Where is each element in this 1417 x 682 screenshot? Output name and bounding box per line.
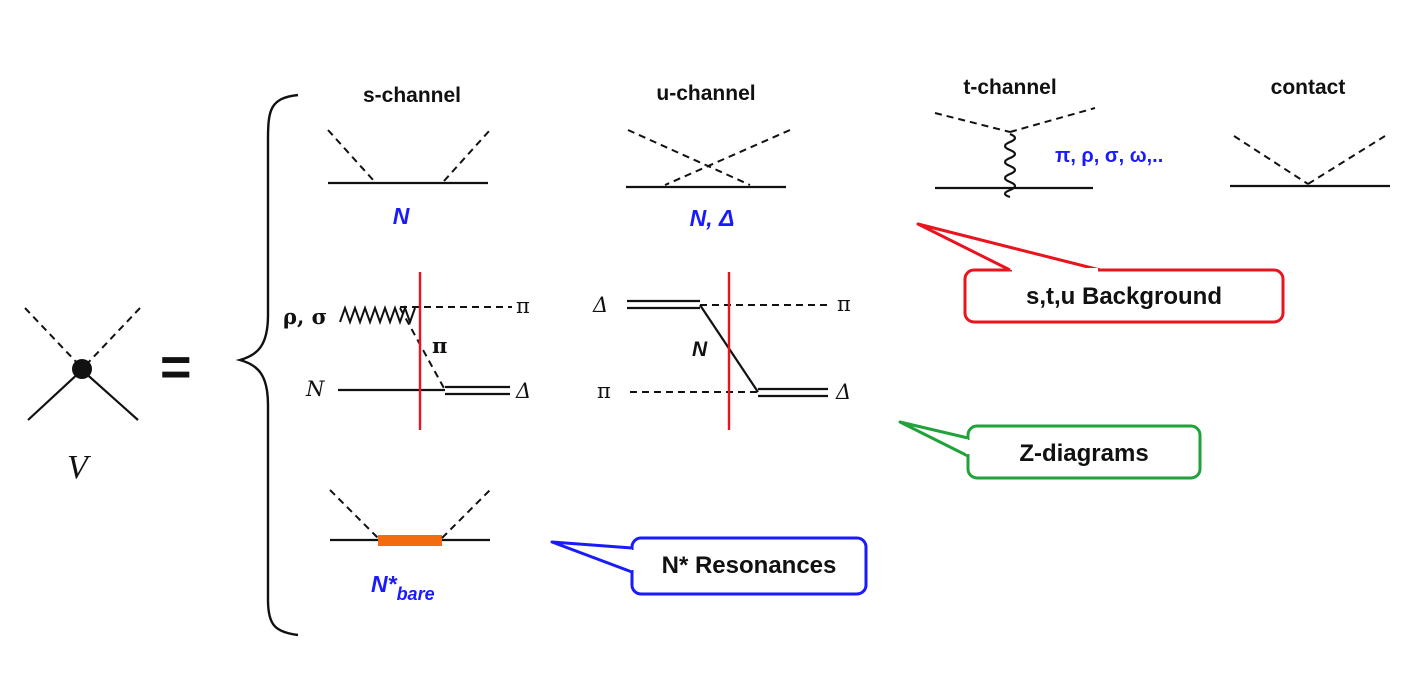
resonance-bare-propagator [378,535,442,546]
header-u-channel: u-channel [656,82,755,105]
callout-background: s,t,u Background [916,222,1285,324]
callout-resonances-pointer [550,540,633,574]
z-diagram-2: Δ π N π Δ [592,272,851,430]
header-contact: contact [1271,76,1346,99]
callout-resonances: N* Resonances [550,536,868,596]
header-s-channel: s-channel [363,84,461,107]
u-channel-meson-a [627,129,751,186]
z2-pion-out-label: π [837,292,851,316]
vertex-label: V [67,449,92,486]
callout-background-pointer [916,222,1101,272]
resonance-label-sub: bare [397,584,435,604]
callout-z-diagrams-pointer [898,420,969,458]
z2-nucleon-internal-label: N [692,338,708,361]
vertex-dashed-right [84,307,141,367]
vertex-dashed-left [24,307,81,367]
callout-z-diagrams: Z-diagrams [898,420,1202,480]
equals-sign: = [160,337,192,397]
u-channel-exchange-label: N, Δ [690,205,735,231]
header-t-channel: t-channel [963,76,1056,99]
resonance-diagram: N*bare [329,487,493,604]
s-channel-exchange-label: N [393,203,410,229]
contact-meson-in [1233,135,1309,185]
z2-pion-in-label: π [597,379,611,403]
callout-background-box [963,268,1285,324]
vertex-v: V [24,307,141,486]
t-channel-meson-out [1009,107,1096,133]
s-channel-diagram: N [327,129,491,229]
resonance-meson-out [441,487,493,539]
t-channel-exchange-wavy [1003,132,1017,199]
callout-background-text: s,t,u Background [1026,283,1222,310]
z1-nucleon-in-label: N [305,377,325,401]
vertex-solid-left [27,369,83,421]
t-channel-meson-in [934,112,1011,133]
s-channel-meson-in [327,129,375,182]
z2-delta-out-label: Δ [835,380,851,404]
z1-meson-wavy [339,305,416,325]
resonance-label-main: N* [371,571,398,597]
z2-delta-in-label: Δ [592,293,608,317]
callout-z-diagrams-text: Z-diagrams [1019,440,1148,467]
vertex-solid-right [81,369,139,421]
z-diagram-1: ρ, σ π π N Δ [283,272,531,430]
z1-delta-out-label: Δ [515,379,531,403]
t-channel-exchange-label: π, ρ, σ, ω,.. [1055,145,1163,167]
contact-meson-out [1307,135,1386,185]
z1-pion-internal-line [399,307,446,391]
t-channel-diagram: π, ρ, σ, ω,.. [934,107,1163,199]
s-channel-meson-out [443,129,491,182]
z1-meson-in-label: ρ, σ [283,304,327,329]
z1-pion-internal-label: π [432,333,447,358]
z1-pion-out-label: π [516,294,530,318]
u-channel-meson-b [664,129,791,186]
contact-diagram [1230,135,1390,188]
curly-brace [235,93,299,637]
resonance-label: N*bare [371,571,435,604]
callout-resonances-text: N* Resonances [662,552,837,579]
u-channel-diagram: N, Δ [626,129,791,231]
vertex-blob [72,359,92,379]
resonance-meson-in [329,489,379,539]
